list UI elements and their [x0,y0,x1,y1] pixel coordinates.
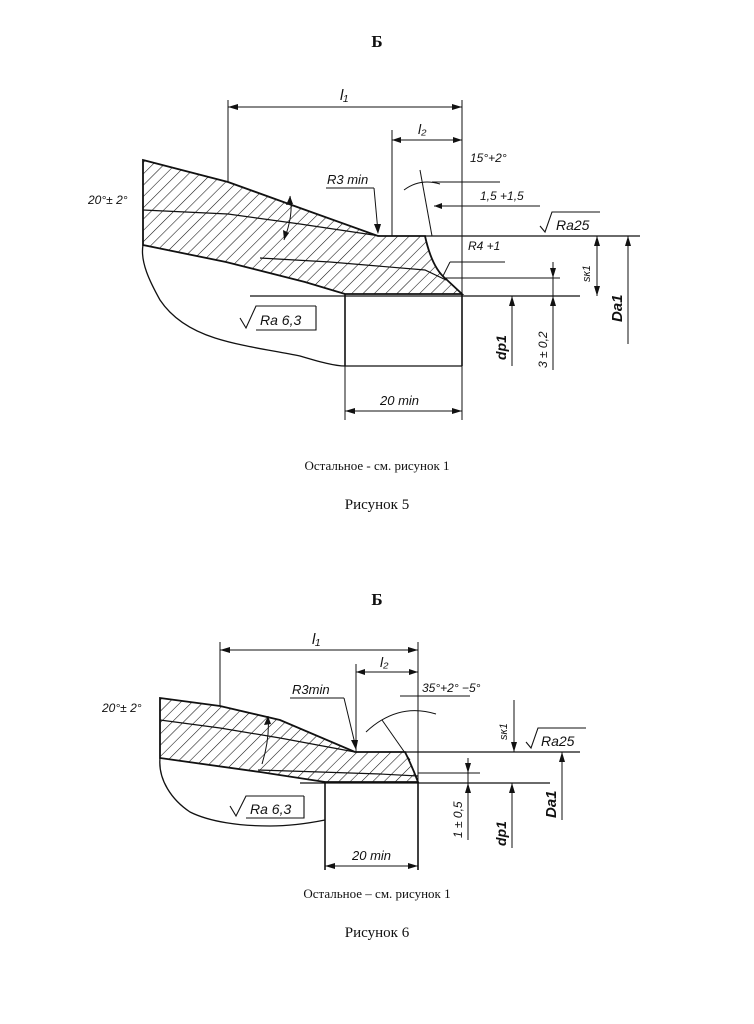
fig5-hatched-section [142,158,465,295]
fig5-label-dp1: dp1 [493,335,509,360]
fig6-inner-line-upper [159,719,356,753]
fig6-label-roughness-bottom: Ra 6,3 [250,801,291,817]
fig6-label-length-min: 20 min [351,848,391,863]
fig6-caption: Рисунок 6 [344,925,410,941]
fig5-note: Остальное - см. рисунок 1 [304,458,450,473]
fig5-label-l1: l₁ [340,87,348,104]
figure6-drawing: l₁ l₂ 35°+2° −5° R3min 20°± 2° sк1 Ra25 … [101,631,586,870]
fig6-label-dp1: dp1 [493,821,509,846]
figure5-drawing: l₁ l₂ 15°+2° 1,5 +1,5 R3 min 20°± 2° R4 … [87,87,640,420]
fig6-view-label: Б [371,590,383,609]
fig5-caption: Рисунок 5 [344,497,410,513]
fig5-inner-line-upper [142,209,381,237]
fig6-label-da1: Da1 [543,790,560,818]
fig6-note: Остальное – см. рисунок 1 [303,886,451,901]
fig5-label-length-min: 20 min [379,393,419,408]
fig6-label-roughness-top: Ra25 [541,733,575,749]
fig5-view-label: Б [371,32,383,51]
fig5-label-roughness-top: Ra25 [556,217,590,233]
fig5-label-radius-min: R3 min [327,172,368,187]
fig5-roughness-symbol-top [539,211,600,234]
fig5-break-line [141,244,346,367]
fig6-label-sk1: sк1 [498,723,510,740]
fig6-label-radius-min: R3min [292,682,330,697]
fig5-label-sk1: sк1 [581,265,593,282]
fig6-label-l1: l₁ [312,631,320,648]
fig6-label-l2: l₂ [380,654,389,670]
fig5-label-angle-left: 20°± 2° [87,193,128,207]
fig6-label-angle-left: 20°± 2° [101,701,142,715]
fig5-roughness-symbol-bottom [239,305,317,331]
fig5-label-roughness-bottom: Ra 6,3 [260,312,301,328]
fig6-inner-line-lower [257,769,419,777]
fig6-label-tolerance: 1 ± 0,5 [451,801,465,838]
fig6-label-angle-top: 35°+2° −5° [422,681,481,695]
fig6-break-line [159,757,326,827]
fig5-label-tolerance: 3 ± 0,2 [536,331,550,368]
fig5-label-angle-top: 15°+2° [470,151,507,165]
fig5-label-da1: Da1 [609,294,626,322]
fig6-roughness-symbol-bottom [229,795,305,819]
fig5-label-offset: 1,5 +1,5 [480,189,524,203]
fig5-label-radius-fillet: R4 +1 [468,239,500,253]
fig5-inner-line-lower [259,257,447,281]
fig6-roughness-symbol-top [525,727,586,750]
fig5-label-l2: l₂ [418,121,427,137]
